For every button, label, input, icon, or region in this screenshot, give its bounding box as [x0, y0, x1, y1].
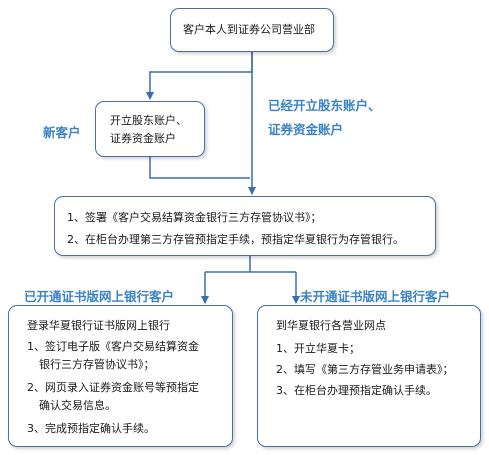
label-new-customer: 新客户	[43, 125, 81, 140]
branch-item-2: 2、填写《第三方存管业务申请表》；	[276, 363, 454, 376]
arrow-to-new-account	[146, 52, 253, 100]
online-item-2-line1: 2、网页录入证券资金账号等预指定	[27, 381, 199, 394]
label-no-online-banking: 未开通证书版网上银行客户	[300, 289, 451, 304]
label-existing-line2: 证券资金账户	[268, 122, 344, 137]
online-box-title: 登录华夏银行证书版网上银行	[27, 319, 170, 332]
agreement-item-2: 2、在柜台办理第三方存管预指定手续，预指定华夏银行为存管银行。	[67, 233, 404, 246]
label-online-banking: 已开通证书版网上银行客户	[24, 289, 175, 304]
branch-box: 到华夏银行各营业网点 1、开立华夏卡； 2、填写《第三方存管业务申请表》； 3、…	[257, 305, 481, 447]
arrow-new-account-to-agreement	[149, 157, 250, 179]
new-account-line1: 开立股东账户、	[110, 114, 187, 127]
online-item-3: 3、完成预指定确认手续。	[27, 422, 155, 435]
branch-item-1: 1、开立华夏卡；	[276, 342, 360, 355]
online-item-2-line2: 确认交易信息。	[39, 399, 116, 412]
start-box: 客户本人到证券公司营业部	[170, 8, 334, 52]
label-existing-line1: 已经开立股东账户、	[268, 98, 381, 113]
new-account-box: 开立股东账户、 证券资金账户	[95, 101, 205, 157]
online-item-1-line2: 银行三方存管协议书》；	[39, 358, 155, 371]
agreement-item-1: 1、签署《客户交易结算资金银行三方存管协议书》；	[67, 211, 322, 224]
online-item-1-line1: 1、签订电子版《客户交易结算资金	[27, 340, 199, 353]
agreement-box: 1、签署《客户交易结算资金银行三方存管协议书》； 2、在柜台办理第三方存管预指定…	[54, 196, 436, 256]
branch-item-3: 3、在柜台办理预指定确认手续。	[276, 384, 437, 397]
new-account-line2: 证券资金账户	[110, 132, 176, 145]
start-box-text: 客户本人到证券公司营业部	[183, 23, 315, 36]
branch-box-title: 到华夏银行各营业网点	[276, 319, 386, 332]
online-banking-box: 登录华夏银行证书版网上银行 1、签订电子版《客户交易结算资金 银行三方存管协议书…	[8, 305, 233, 447]
